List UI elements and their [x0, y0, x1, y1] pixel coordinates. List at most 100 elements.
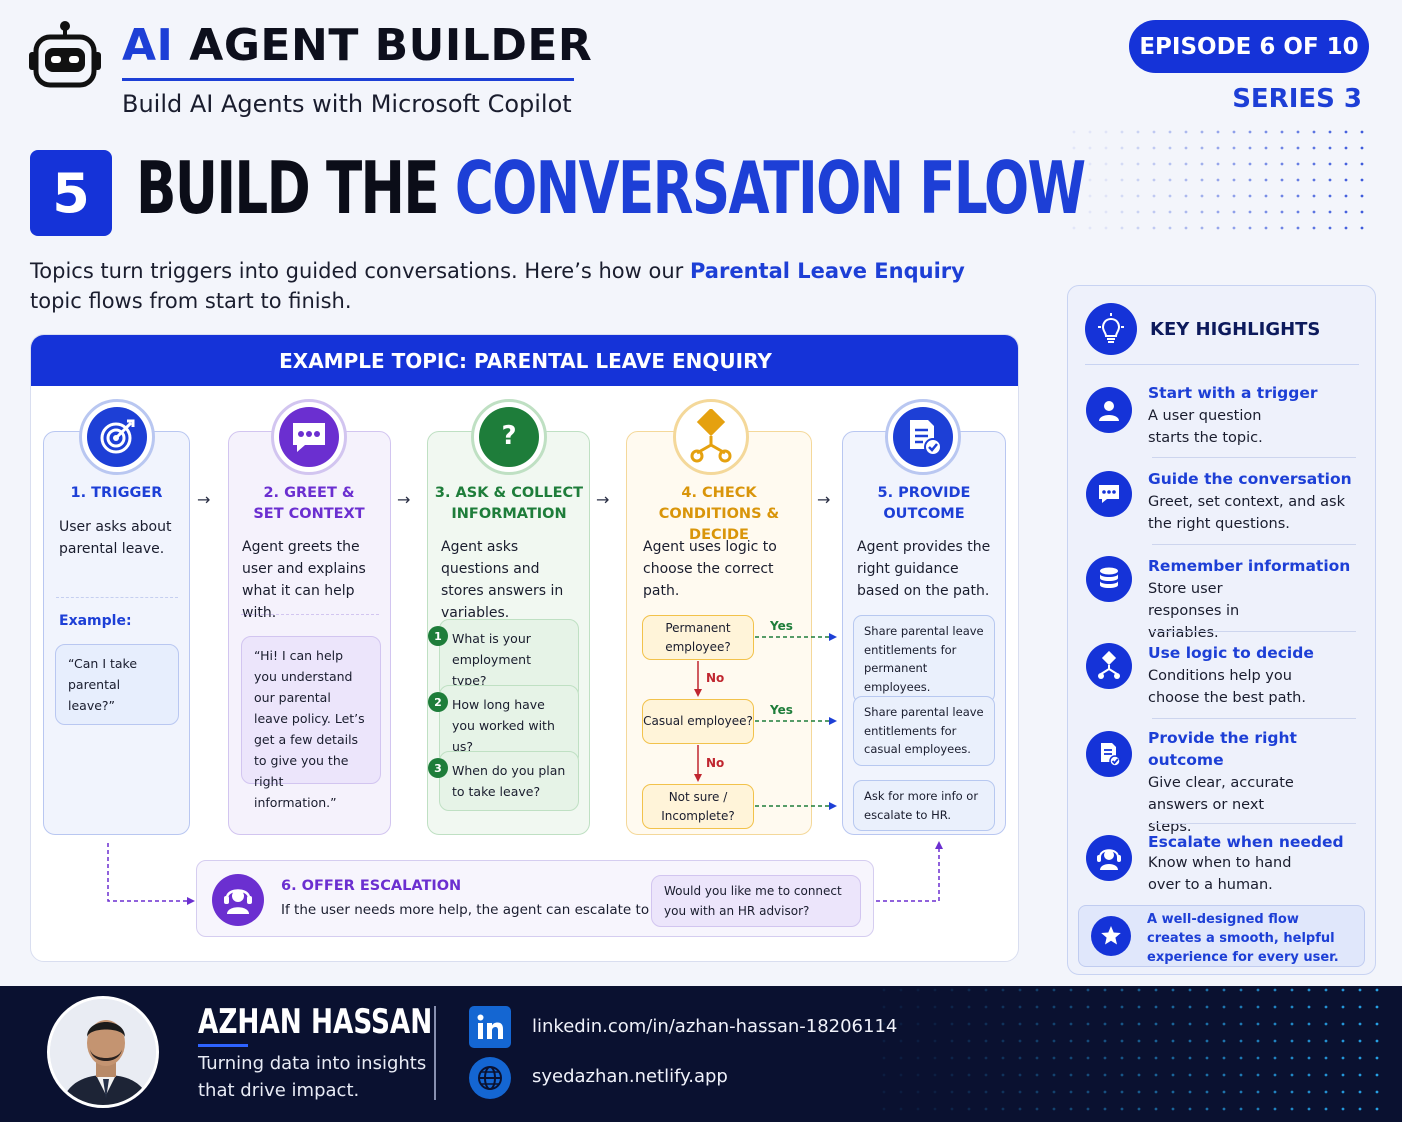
flow-arrow: →	[197, 490, 211, 509]
document-check-icon	[885, 399, 961, 475]
linkedin-icon	[469, 1006, 511, 1048]
highlight-title: Guide the conversation	[1148, 470, 1352, 488]
outcome-casual: Share parental leave entitlements for ca…	[853, 696, 995, 766]
database-icon	[1086, 556, 1132, 602]
trigger-title: 1. TRIGGER	[70, 485, 163, 501]
globe-icon	[469, 1057, 511, 1099]
flow-arrow: →	[817, 490, 831, 509]
decision-icon	[1086, 643, 1132, 689]
greet-quote-bubble: “Hi! I can help you understand our paren…	[241, 636, 381, 810]
question-number-3: 3	[428, 758, 448, 778]
key-highlights-panel: KEY HIGHLIGHTS Start with a trigger A us…	[1067, 285, 1376, 975]
ask-desc: Agent asks questions and stores answers …	[441, 539, 564, 621]
yes-label-1: Yes	[770, 619, 793, 633]
decorative-dots	[882, 988, 1379, 1111]
highlight-desc: Store user responses in variables.	[1148, 581, 1240, 641]
greet-desc: Agent greets the user and explains what …	[242, 539, 366, 621]
decorative-dots	[1072, 130, 1364, 230]
author-tagline: Turning data into insights that drive im…	[198, 1053, 427, 1101]
linkedin-link[interactable]: linkedin.com/in/azhan-hassan-18206114	[532, 1016, 898, 1037]
episode-badge: EPISODE 6 OF 10	[1129, 20, 1369, 73]
name-underline	[198, 1044, 248, 1047]
no-label-2: No	[706, 756, 725, 770]
divider	[241, 614, 379, 615]
step-title: BUILD THE CONVERSATION FLOW	[136, 146, 1086, 230]
headset-icon	[1086, 835, 1132, 881]
highlight-desc: Give clear, accurate answers or next ste…	[1148, 775, 1294, 835]
panel-heading: EXAMPLE TOPIC: PARENTAL LEAVE ENQUIRY	[31, 335, 1018, 386]
question-number-2: 2	[428, 692, 448, 712]
escalation-desc: If the user needs more help, the agent c…	[281, 902, 677, 918]
question-number-1: 1	[428, 626, 448, 646]
decision-casual: Casual employee?	[642, 699, 754, 744]
chat-bubble-icon	[271, 399, 347, 475]
star-icon	[1091, 916, 1131, 956]
highlight-title: Escalate when needed	[1148, 833, 1344, 851]
footer-divider	[434, 1006, 436, 1100]
highlight-note: A well-designed flow creates a smooth, h…	[1147, 912, 1339, 965]
divider	[1152, 544, 1356, 545]
intro-text: Topics turn triggers into guided convers…	[30, 259, 965, 313]
brand-title: AI AGENT BUILDER	[122, 20, 593, 71]
escalation-box: 6. OFFER ESCALATION If the user needs mo…	[196, 860, 874, 937]
robot-logo-icon	[28, 20, 102, 94]
heading-divider	[1085, 364, 1359, 365]
divider	[1152, 457, 1356, 458]
no-label-1: No	[706, 671, 725, 685]
decision-permanent: Permanent employee?	[642, 615, 754, 660]
user-icon	[1086, 387, 1132, 433]
target-icon	[79, 399, 155, 475]
flow-arrow: →	[397, 490, 411, 509]
outcome-desc: Agent provides the right guidance based …	[857, 539, 991, 599]
highlight-title: Use logic to decide	[1148, 644, 1314, 662]
highlight-title: Provide the right outcome	[1148, 729, 1297, 769]
greet-title: 2. GREET & SET CONTEXT	[253, 485, 365, 522]
divider	[1152, 631, 1356, 632]
decide-desc: Agent uses logic to choose the correct p…	[643, 539, 777, 599]
example-label: Example:	[59, 613, 132, 629]
outcome-permanent: Share parental leave entitlements for pe…	[853, 615, 995, 703]
example-topic-panel: EXAMPLE TOPIC: PARENTAL LEAVE ENQUIRY Us…	[30, 334, 1019, 962]
highlights-heading: KEY HIGHLIGHTS	[1150, 319, 1321, 340]
divider	[1152, 718, 1356, 719]
step-number-badge: 5	[30, 150, 112, 236]
trigger-desc: User asks about parental leave.	[59, 519, 172, 557]
divider	[56, 597, 178, 598]
flow-arrow: →	[596, 490, 610, 509]
card-trigger: User asks about parental leave. Example:…	[43, 431, 190, 835]
card-greet: Agent greets the user and explains what …	[228, 431, 391, 835]
highlight-title: Start with a trigger	[1148, 384, 1318, 402]
question-icon: ?	[471, 399, 547, 475]
decision-icon	[673, 399, 749, 475]
brand-underline	[122, 78, 574, 81]
highlight-desc: Know when to hand over to a human.	[1148, 855, 1292, 893]
decision-not-sure: Not sure / Incomplete?	[642, 784, 754, 829]
divider	[1152, 823, 1356, 824]
series-label: SERIES 3	[1232, 84, 1362, 114]
ask-title: 3. ASK & COLLECT INFORMATION	[434, 485, 584, 522]
footer: AZHAN HASSAN Turning data into insights …	[0, 986, 1402, 1122]
yes-label-2: Yes	[770, 703, 793, 717]
decide-title: 4. CHECK CONDITIONS & DECIDE	[658, 485, 780, 543]
example-bubble: “Can I take parental leave?”	[55, 644, 179, 725]
question-bubble-3: When do you plan to take leave?	[439, 751, 579, 811]
document-check-icon	[1086, 731, 1132, 777]
outcome-title: 5. PROVIDE OUTCOME	[877, 485, 971, 522]
decision-connectors	[107, 633, 943, 905]
lightbulb-icon	[1085, 303, 1137, 355]
outcome-escalate: Ask for more info or escalate to HR.	[853, 780, 995, 831]
highlight-title: Remember information	[1148, 557, 1351, 575]
escalation-title: 6. OFFER ESCALATION	[281, 878, 462, 894]
author-name: AZHAN HASSAN	[198, 1002, 433, 1042]
brand-subtitle: Build AI Agents with Microsoft Copilot	[122, 90, 572, 118]
escalation-bubble: Would you like me to connect you with an…	[651, 875, 861, 927]
headset-icon	[212, 874, 264, 926]
chat-icon	[1086, 471, 1132, 517]
highlight-note-box: A well-designed flow creates a smooth, h…	[1078, 905, 1365, 967]
website-link[interactable]: syedazhan.netlify.app	[532, 1066, 728, 1087]
avatar	[47, 996, 159, 1108]
highlight-desc: A user question starts the topic.	[1148, 408, 1263, 446]
highlight-desc: Conditions help you choose the best path…	[1148, 668, 1306, 706]
svg-text:?: ?	[501, 421, 516, 451]
highlight-desc: Greet, set context, and ask the right qu…	[1148, 494, 1345, 532]
